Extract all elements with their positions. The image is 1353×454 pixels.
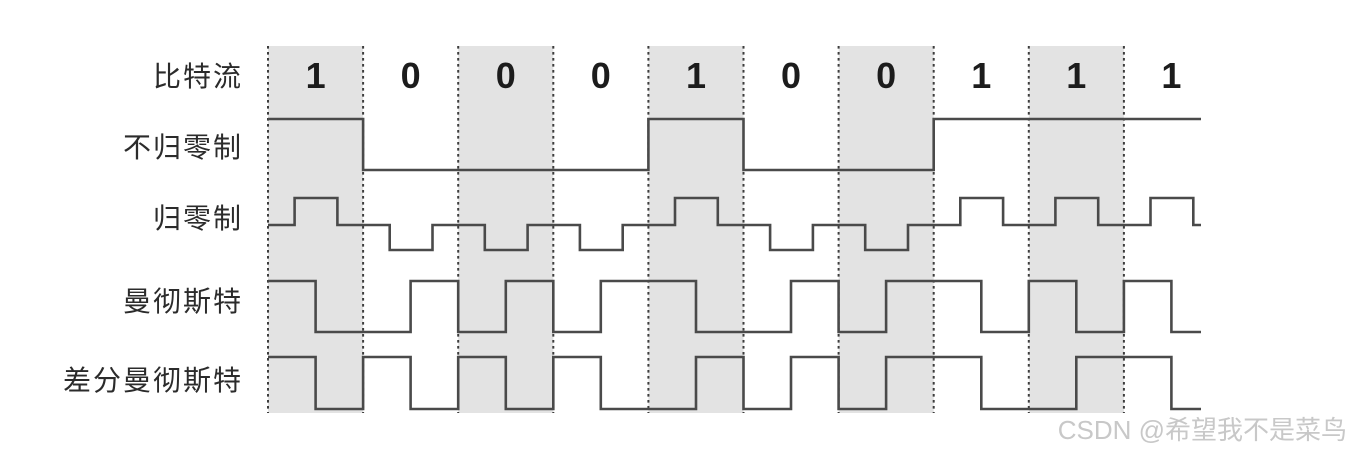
bit-value: 0 xyxy=(781,55,801,96)
bit-value: 1 xyxy=(1066,55,1086,96)
rz-waveform xyxy=(268,196,1201,252)
bit-value: 0 xyxy=(876,55,896,96)
nrz-waveform xyxy=(268,117,1201,172)
bit-cell-shade xyxy=(1028,46,1124,413)
row-label-bitstream: 比特流 xyxy=(152,62,243,93)
watermark: CSDN @希望我不是菜鸟 xyxy=(1057,415,1347,445)
bit-value: 0 xyxy=(496,55,516,96)
bit-cell-shade xyxy=(268,46,364,413)
diff_manchester-waveform xyxy=(268,355,1201,411)
row-label-nrz: 不归零制 xyxy=(122,133,243,164)
row-label-manchester: 曼彻斯特 xyxy=(122,287,243,318)
row-label-diff-manchester: 差分曼彻斯特 xyxy=(62,366,243,397)
bit-value: 0 xyxy=(401,55,421,96)
bit-value: 0 xyxy=(591,55,611,96)
manchester-waveform xyxy=(268,279,1201,334)
bit-cell-shade xyxy=(458,46,554,413)
bit-cell-shade xyxy=(838,46,934,413)
bit-value: 1 xyxy=(686,55,706,96)
bit-cell-shade xyxy=(648,46,744,413)
row-label-rz: 归零制 xyxy=(152,204,243,235)
bit-value: 1 xyxy=(1161,55,1181,96)
bit-value: 1 xyxy=(306,55,326,96)
bit-value: 1 xyxy=(971,55,991,96)
